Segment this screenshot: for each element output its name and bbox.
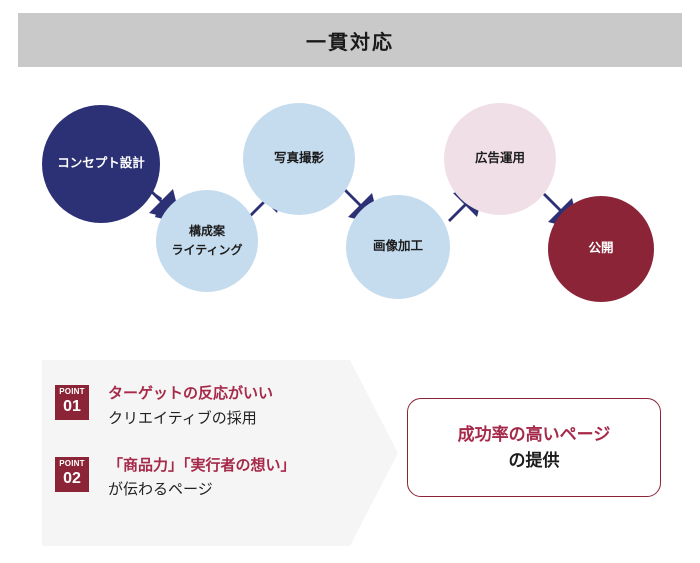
point-text-01-line1: ターゲットの反応がいい [108,385,274,402]
header-band: 一貫対応 [18,13,682,67]
point-item-01[interactable]: POINT 01 ターゲットの反応がいい クリエイティブの採用 [55,381,372,432]
step-photo[interactable]: 写真撮影 [243,103,355,215]
point-text-02-line1: 「商品力」「実行者の想い」 [108,456,296,474]
result-callout[interactable]: 成功率の高いページ の提供 [407,398,661,497]
point-text-02-line2: が伝わるページ [108,481,213,499]
step-ads[interactable]: 広告運用 [444,103,556,215]
step-structure-label-1: 構成案 [188,224,225,239]
point-text-02: 「商品力」「実行者の想い」 が伝わるページ [108,453,296,504]
points-panel: POINT 01 ターゲットの反応がいい クリエイティブの採用 POINT 02… [42,360,398,546]
step-structure[interactable]: 構成案 ライティング [156,190,258,292]
step-publish-label: 公開 [588,241,614,256]
step-concept[interactable]: コンセプト設計 [42,105,160,223]
step-publish[interactable]: 公開 [548,196,654,302]
point-badge-02: POINT 02 [55,456,89,492]
process-flow-diagram: コンセプト設計 構成案 ライティング 写真撮影 画像加工 広告運用 公開 [42,103,654,302]
point-badge-word-01: POINT [59,387,85,396]
point-badge-01: POINT 01 [55,385,89,421]
step-photo-label: 写真撮影 [273,151,324,166]
page-title: 一貫対応 [306,31,394,54]
point-text-01-line2: クリエイティブの採用 [108,409,257,427]
point-badge-word-02: POINT [59,458,85,468]
step-ads-label: 広告運用 [474,151,525,166]
points-panel-shape [42,360,398,546]
step-retouch-label: 画像加工 [372,239,423,254]
point-badge-number-02: 02 [63,469,81,487]
step-concept-label: コンセプト設計 [57,156,145,171]
step-retouch[interactable]: 画像加工 [346,195,450,299]
step-structure-label-2: ライティング [171,243,243,257]
result-callout-line2: の提供 [508,450,560,470]
point-text-01: ターゲットの反応がいい クリエイティブの採用 [108,381,273,432]
points-list: POINT 01 ターゲットの反応がいい クリエイティブの採用 POINT 02… [42,360,372,546]
result-callout-line1: 成功率の高いページ [457,425,611,444]
point-badge-number-01: 01 [63,398,81,415]
point-item-02[interactable]: POINT 02 「商品力」「実行者の想い」 が伝わるページ [55,453,372,504]
